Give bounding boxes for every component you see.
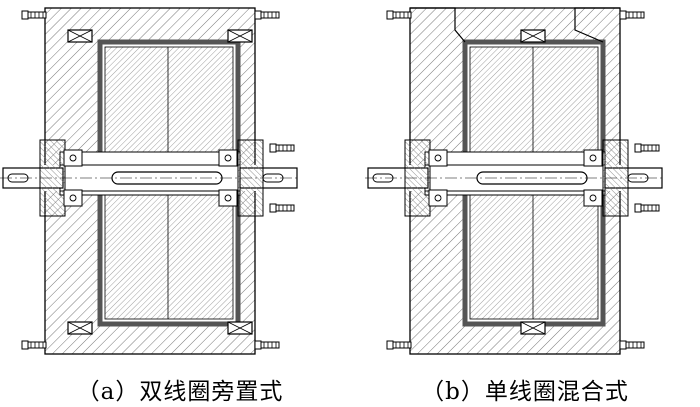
panel-b-drawing (365, 8, 665, 354)
panel-a-drawing (0, 8, 300, 354)
caption-panel-a: （a）双线圈旁置式 (76, 379, 284, 405)
caption-panel-b: （b）单线圈混合式 (421, 379, 629, 405)
